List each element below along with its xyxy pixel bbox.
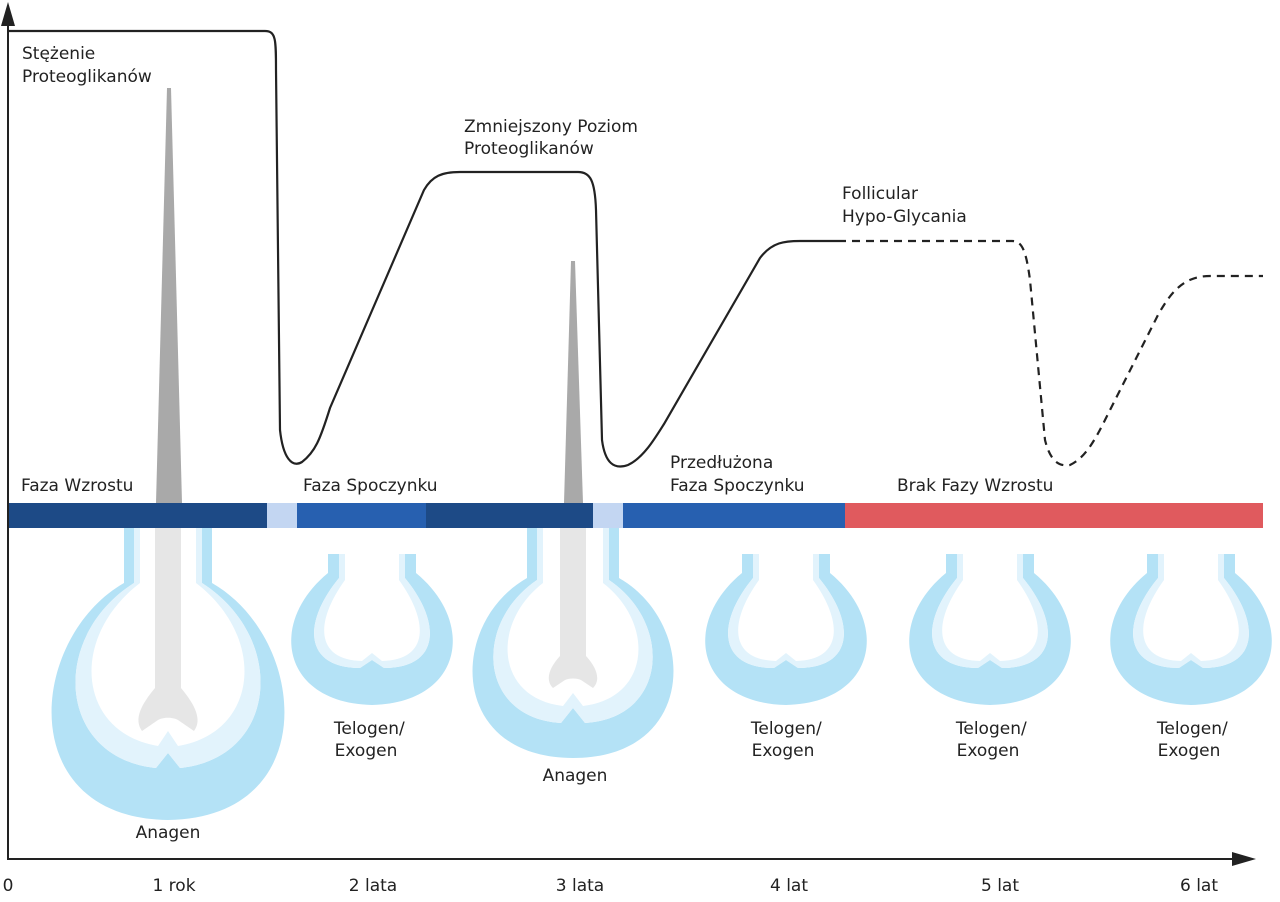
- y-axis-label: Stężenie Proteoglikanów: [22, 44, 152, 87]
- band-transition-1: [267, 503, 297, 528]
- hair-shaft-1: [156, 88, 182, 503]
- axes: [1, 2, 1256, 866]
- follicle-telogen-2: [705, 554, 867, 705]
- band-growth-2: [426, 503, 593, 528]
- follicle-telogen-4: [1110, 554, 1272, 705]
- proteoglycan-curve-solid: [8, 29, 838, 468]
- phase-label-growth: Faza Wzrostu: [21, 476, 133, 496]
- annotation-hypo-glycania: Follicular Hypo-Glycania: [842, 184, 967, 227]
- x-origin-label: 0: [3, 876, 14, 896]
- phase-label-prolonged-rest: Przedłużona Faza Spoczynku: [670, 453, 805, 496]
- phase-label-no-growth: Brak Fazy Wzrostu: [897, 476, 1053, 496]
- y-axis-arrow: [1, 2, 15, 26]
- x-tick-label: 4 lat: [770, 876, 808, 896]
- follicle-label-6: Telogen/ Exogen: [1156, 719, 1233, 761]
- x-tick-label: 1 rok: [152, 876, 195, 896]
- x-tick-label: 6 lat: [1180, 876, 1218, 896]
- band-rest-2: [623, 503, 845, 528]
- annotation-reduced-level: Zmniejszony Poziom Proteoglikanów: [464, 117, 643, 159]
- phase-label-rest: Faza Spoczynku: [303, 476, 438, 496]
- phase-band: [8, 503, 1263, 528]
- x-tick-label: 2 lata: [349, 876, 397, 896]
- follicle-label-1: Anagen: [136, 823, 201, 843]
- follicle-label-4: Telogen/ Exogen: [750, 719, 827, 761]
- x-axis-arrow: [1232, 852, 1256, 866]
- follicle-label-5: Telogen/ Exogen: [955, 719, 1032, 761]
- follicle-anagen-1: [51, 528, 285, 820]
- band-rest-1: [297, 503, 426, 528]
- x-tick-label: 3 lata: [556, 876, 604, 896]
- follicle-label-3: Anagen: [543, 766, 608, 786]
- follicle-telogen-3: [909, 554, 1071, 705]
- follicle-label-2: Telogen/ Exogen: [333, 719, 410, 761]
- x-tick-label: 5 lat: [981, 876, 1019, 896]
- band-no-growth: [845, 503, 1263, 528]
- follicles: [51, 528, 1272, 820]
- hair-shaft-2: [564, 261, 583, 503]
- band-transition-2: [593, 503, 623, 528]
- proteoglycan-curve-dashed: [838, 239, 1263, 467]
- follicle-anagen-2: [472, 528, 674, 758]
- band-growth-1: [8, 503, 267, 528]
- follicle-telogen-1: [291, 554, 453, 705]
